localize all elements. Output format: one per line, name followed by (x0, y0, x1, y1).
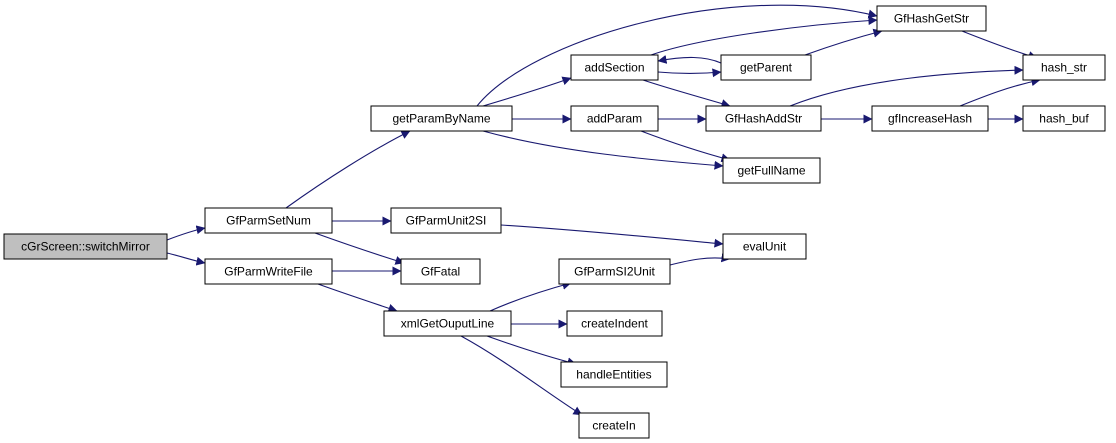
node-label: getParamByName (392, 112, 490, 126)
edge-getParamByName-to-addSection (482, 76, 572, 107)
node-box (3, 233, 168, 260)
node-getFullName[interactable]: getFullName (722, 157, 821, 184)
node-hashStr[interactable]: hash_str (1022, 54, 1106, 81)
edge-parmSetNum-to-gfFatal (314, 232, 405, 265)
node-box (558, 258, 671, 285)
node-box (383, 310, 512, 337)
node-box (871, 105, 989, 132)
node-label: GfParmSI2Unit (574, 265, 655, 279)
edge-switchMirror-to-parmWriteFile (166, 252, 206, 266)
node-box (570, 105, 659, 132)
node-box (1022, 54, 1106, 81)
node-label: addSection (584, 61, 644, 75)
edge-parmSetNum-to-getParamByName (285, 130, 411, 209)
node-label: GfHashGetStr (894, 12, 969, 26)
node-label: getParent (740, 61, 793, 75)
node-box (400, 258, 481, 285)
node-label: handleEntities (576, 368, 651, 382)
node-label: evalUnit (743, 240, 787, 254)
node-label: hash_str (1041, 61, 1087, 75)
node-box (722, 233, 807, 260)
node-xmlGetOuputLine[interactable]: xmlGetOuputLine (383, 310, 512, 337)
nodes: cGrScreen::switchMirrorGfParmSetNumGfPar… (3, 5, 1106, 439)
edge-addSection-to-getParent (657, 68, 722, 78)
edge-parmSI2Unit-to-evalUnit (669, 253, 731, 266)
node-gfHashGetStr[interactable]: GfHashGetStr (876, 5, 987, 32)
edge-getParent-to-addSection (657, 55, 722, 64)
node-addParam[interactable]: addParam (570, 105, 659, 132)
node-box (1022, 105, 1106, 132)
edge-addSection-to-gfHashAddStr (642, 79, 731, 108)
node-gfFatal[interactable]: GfFatal (400, 258, 481, 285)
node-hashBuf[interactable]: hash_buf (1022, 105, 1106, 132)
node-label: GfParmUnit2SI (406, 214, 487, 228)
node-box (720, 54, 812, 81)
edge-xmlGetOuputLine-to-createIn (460, 335, 583, 416)
node-box (370, 105, 513, 132)
edge-parmWriteFile-to-xmlGetOuputLine (317, 283, 398, 313)
node-label: hash_buf (1039, 112, 1089, 126)
node-label: GfHashAddStr (725, 112, 802, 126)
node-box (705, 105, 822, 132)
edge-addSection-to-gfHashGetStr (650, 16, 878, 56)
node-label: GfParmSetNum (226, 214, 311, 228)
node-box (560, 361, 668, 388)
node-label: cGrScreen::switchMirror (21, 240, 150, 254)
edge-addParam-to-getFullName (640, 130, 731, 163)
node-box (578, 412, 650, 439)
edge-gfHashAddStr-to-hashStr (789, 65, 1024, 107)
edge-getParent-to-gfHashGetStr (804, 28, 883, 56)
node-createIndent[interactable]: createIndent (566, 310, 663, 337)
node-label: createIndent (581, 317, 648, 331)
node-label: addParam (587, 112, 642, 126)
node-parmSI2Unit[interactable]: GfParmSI2Unit (558, 258, 671, 285)
node-label: getFullName (737, 164, 805, 178)
node-box (876, 5, 987, 32)
node-getParent[interactable]: getParent (720, 54, 812, 81)
node-label: createIn (592, 419, 635, 433)
node-box (204, 258, 333, 285)
node-box (204, 207, 333, 234)
node-switchMirror[interactable]: cGrScreen::switchMirror (3, 233, 168, 260)
node-gfIncreaseHash[interactable]: gfIncreaseHash (871, 105, 989, 132)
node-parmUnit2SI[interactable]: GfParmUnit2SI (390, 207, 502, 234)
node-label: GfParmWriteFile (224, 265, 313, 279)
edge-xmlGetOuputLine-to-parmSI2Unit (489, 280, 572, 312)
node-handleEntities[interactable]: handleEntities (560, 361, 668, 388)
node-createIn[interactable]: createIn (578, 412, 650, 439)
node-box (566, 310, 663, 337)
node-box (390, 207, 502, 234)
edge-gfHashGetStr-to-hashStr (961, 30, 1038, 60)
node-gfHashAddStr[interactable]: GfHashAddStr (705, 105, 822, 132)
node-getParamByName[interactable]: getParamByName (370, 105, 513, 132)
node-box (722, 157, 821, 184)
node-evalUnit[interactable]: evalUnit (722, 233, 807, 260)
edge-getParamByName-to-gfHashGetStr (476, 4, 878, 107)
node-label: xmlGetOuputLine (401, 317, 495, 331)
node-addSection[interactable]: addSection (570, 54, 659, 81)
node-parmSetNum[interactable]: GfParmSetNum (204, 207, 333, 234)
node-label: GfFatal (421, 265, 460, 279)
edge-parmUnit2SI-to-evalUnit (500, 224, 724, 248)
node-parmWriteFile[interactable]: GfParmWriteFile (204, 258, 333, 285)
edge-gfIncreaseHash-to-hashStr (959, 77, 1041, 107)
edge-getParamByName-to-getFullName (482, 130, 724, 170)
node-box (570, 54, 659, 81)
edges (166, 4, 1041, 416)
edge-switchMirror-to-parmSetNum (166, 225, 206, 241)
node-label: gfIncreaseHash (888, 112, 972, 126)
